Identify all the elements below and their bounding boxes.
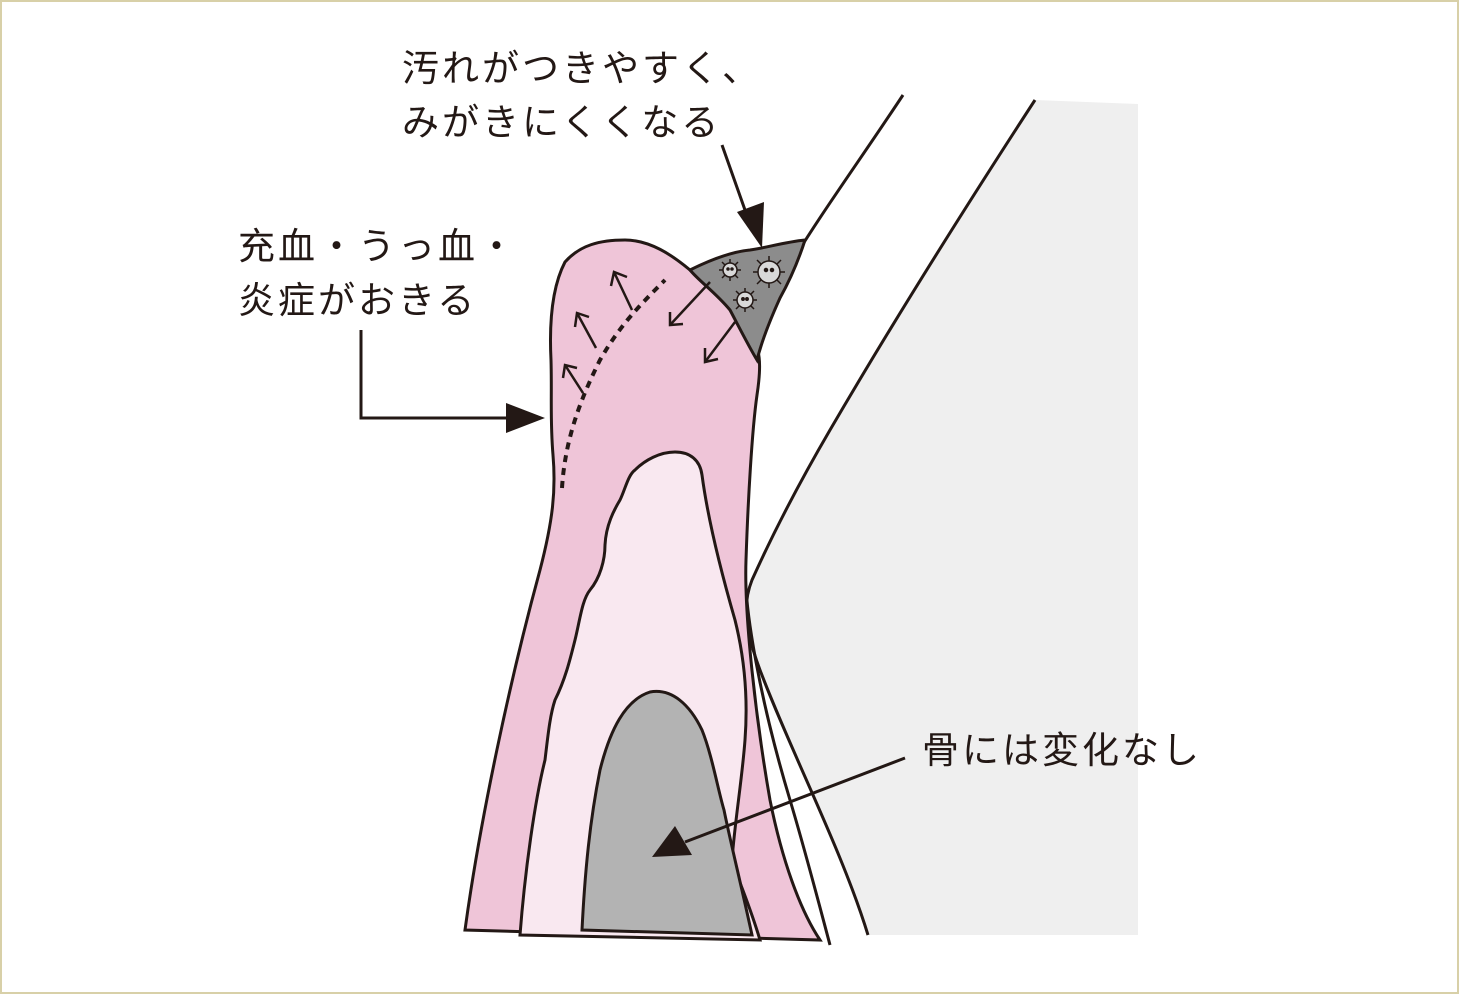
- plaque-pointer: [720, 144, 764, 248]
- bacteria-icons: [719, 256, 785, 312]
- arrow-icon: [561, 363, 585, 394]
- arrow-icon: [573, 311, 598, 349]
- tooth-shape: [746, 100, 1138, 935]
- bone-shape: [580, 689, 754, 937]
- bone-pointer: [652, 756, 906, 857]
- tooth-outline: [744, 99, 1037, 936]
- inflammation-label-line2: 炎症がおきる: [238, 279, 478, 322]
- inflammation-label: 充血・うっ血・ 炎症がおきる: [238, 220, 518, 328]
- bacteria-icon: [719, 259, 741, 281]
- plaque-label: 汚れがつきやすく、 みがきにくくなる: [402, 42, 762, 150]
- bacteria-icon: [733, 288, 757, 312]
- bacteria-icon: [753, 256, 785, 288]
- inflammation-boundary: [560, 278, 667, 489]
- plaque-label-line1: 汚れがつきやすく、: [402, 47, 762, 90]
- inflammation-pointer: [359, 330, 545, 433]
- bone-label-text: 骨には変化なし: [922, 729, 1202, 772]
- arrow-icon: [703, 321, 736, 364]
- swelling-arrows: [561, 270, 736, 394]
- arrow-icon: [609, 270, 634, 311]
- arrow-icon: [668, 281, 711, 327]
- plaque-label-line2: みがきにくくなる: [402, 101, 722, 144]
- bone-label: 骨には変化なし: [922, 724, 1202, 778]
- inflammation-label-line1: 充血・うっ血・: [238, 225, 518, 268]
